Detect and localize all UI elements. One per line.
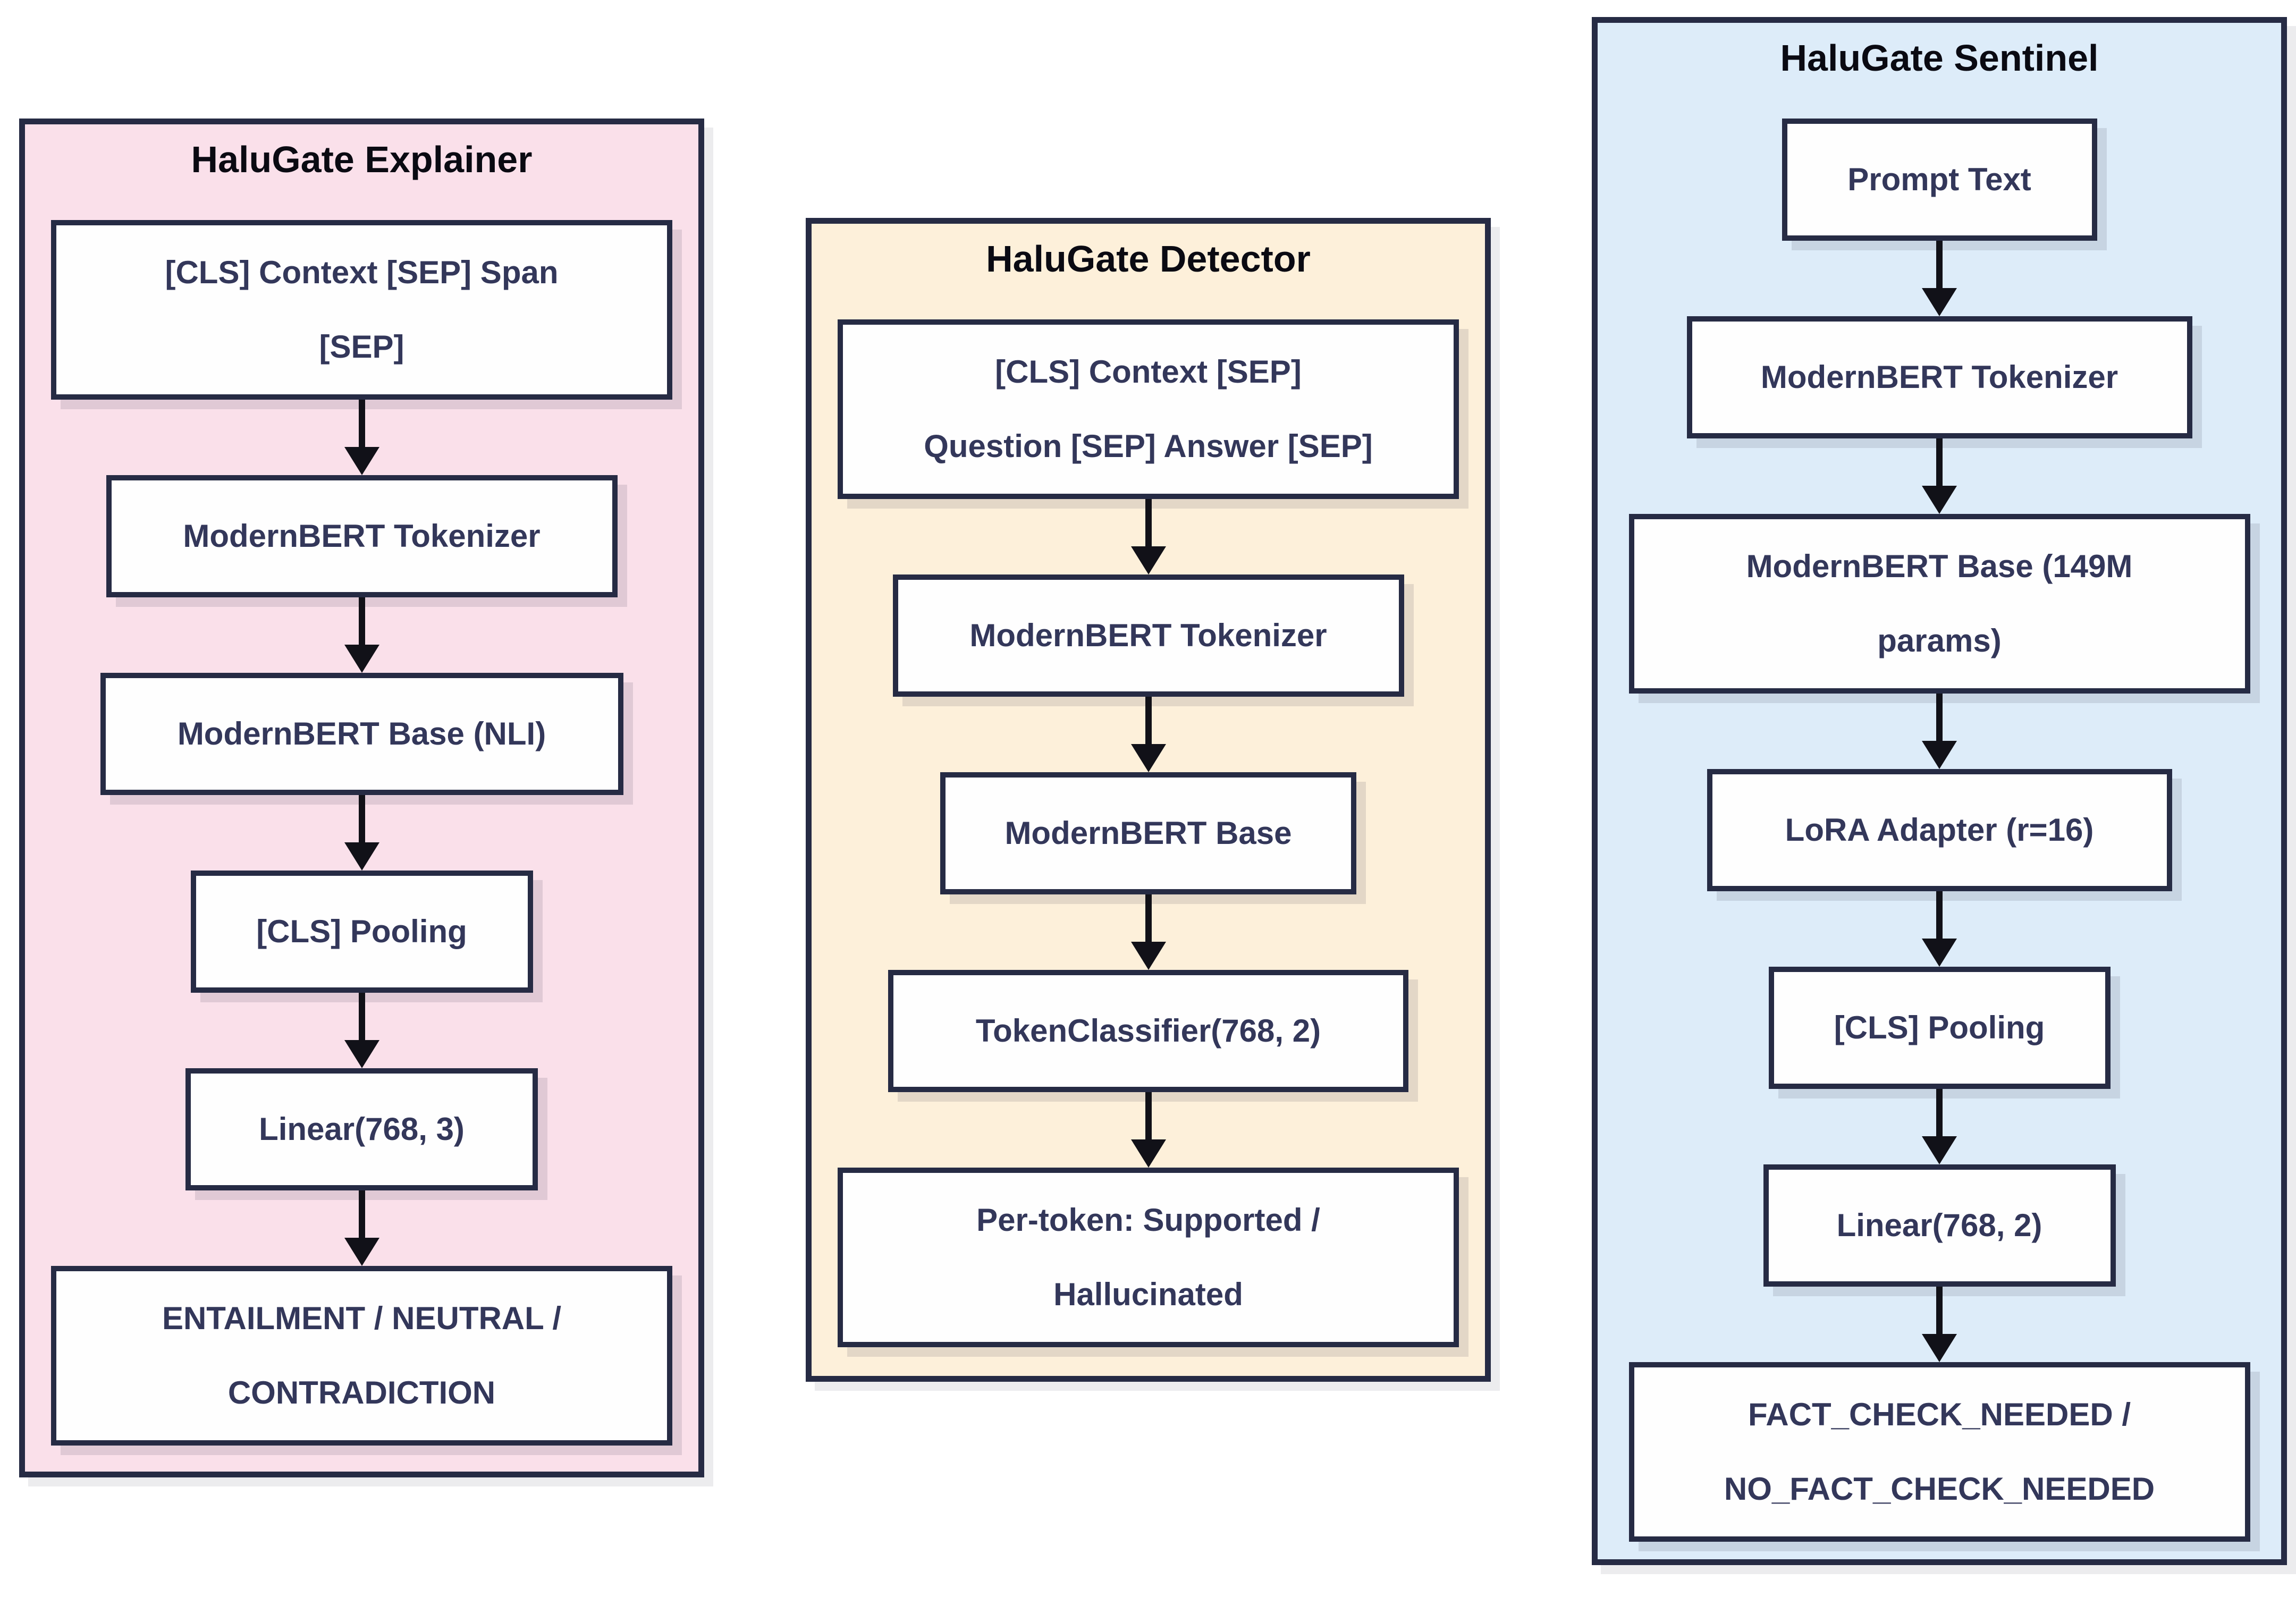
node-explainer-input: [CLS] Context [SEP] Span [SEP]: [51, 220, 672, 400]
arrow-down-icon: [1922, 438, 1957, 514]
arrow-down-icon: [344, 993, 379, 1068]
arrow-stem: [1145, 697, 1152, 744]
arrow-head: [1130, 744, 1166, 772]
arrow-head: [1922, 288, 1957, 316]
node-sentinel-base: ModernBERT Base (149M params): [1628, 514, 2250, 694]
arrow-stem: [1936, 241, 1943, 288]
arrow-head: [1922, 486, 1957, 514]
arrow-head: [1922, 741, 1957, 769]
arrow-head: [344, 645, 379, 673]
arrow-stem: [1936, 1287, 1943, 1334]
arrow-down-icon: [1130, 894, 1166, 970]
arrow-stem: [1936, 438, 1943, 486]
arrow-down-icon: [1130, 1092, 1166, 1168]
arrow-head: [1922, 939, 1957, 967]
arrow-head: [344, 1238, 379, 1266]
arrow-down-icon: [1922, 891, 1957, 967]
arrow-head: [344, 1040, 379, 1068]
arrow-stem: [358, 795, 365, 842]
arrow-down-icon: [1130, 499, 1166, 574]
arrow-head: [1130, 942, 1166, 970]
arrow-head: [344, 447, 379, 475]
arrow-stem: [358, 993, 365, 1040]
arrow-stem: [1145, 1092, 1152, 1139]
node-explainer-output: ENTAILMENT / NEUTRAL / CONTRADICTION: [51, 1266, 672, 1446]
node-explainer-tokenizer: ModernBERT Tokenizer: [106, 475, 618, 597]
panel-halugate-sentinel: HaluGate Sentinel Prompt Text ModernBERT…: [1592, 17, 2287, 1565]
panel-halugate-explainer: HaluGate Explainer [CLS] Context [SEP] S…: [19, 119, 704, 1477]
node-explainer-linear: Linear(768, 3): [185, 1068, 538, 1190]
arrow-head: [1922, 1334, 1957, 1362]
node-detector-input: [CLS] Context [SEP] Question [SEP] Answe…: [838, 319, 1459, 499]
node-detector-token-classifier: TokenClassifier(768, 2): [888, 970, 1408, 1092]
node-sentinel-cls-pooling: [CLS] Pooling: [1768, 967, 2111, 1089]
arrow-down-icon: [1922, 241, 1957, 316]
arrow-stem: [1145, 894, 1152, 942]
node-detector-tokenizer: ModernBERT Tokenizer: [892, 574, 1404, 697]
node-sentinel-tokenizer: ModernBERT Tokenizer: [1686, 316, 2192, 438]
arrow-down-icon: [344, 1190, 379, 1266]
arrow-stem: [1936, 891, 1943, 939]
node-sentinel-output: FACT_CHECK_NEEDED / NO_FACT_CHECK_NEEDED: [1628, 1362, 2250, 1542]
arrow-stem: [358, 597, 365, 645]
node-explainer-cls-pooling: [CLS] Pooling: [190, 871, 533, 993]
panel-title-sentinel: HaluGate Sentinel: [1780, 37, 2099, 79]
node-sentinel-prompt-text: Prompt Text: [1782, 119, 2097, 241]
arrow-stem: [1145, 499, 1152, 546]
arrow-down-icon: [344, 795, 379, 871]
arrow-down-icon: [1922, 1287, 1957, 1362]
arrow-head: [1922, 1136, 1957, 1164]
arrow-down-icon: [1922, 1089, 1957, 1164]
arrow-head: [1130, 1139, 1166, 1168]
arrow-stem: [1936, 694, 1943, 741]
arrow-stem: [1936, 1089, 1943, 1136]
arrow-head: [1130, 546, 1166, 574]
panel-title-explainer: HaluGate Explainer: [191, 139, 533, 180]
panel-title-detector: HaluGate Detector: [986, 238, 1311, 280]
arrow-head: [344, 842, 379, 871]
panel-halugate-detector: HaluGate Detector [CLS] Context [SEP] Qu…: [806, 218, 1491, 1382]
node-sentinel-lora-adapter: LoRA Adapter (r=16): [1707, 769, 2172, 891]
node-detector-output: Per-token: Supported / Hallucinated: [838, 1168, 1459, 1347]
node-explainer-base-nli: ModernBERT Base (NLI): [100, 673, 623, 795]
node-sentinel-linear: Linear(768, 2): [1763, 1164, 2116, 1287]
arrow-down-icon: [344, 400, 379, 475]
arrow-down-icon: [1922, 694, 1957, 769]
arrow-down-icon: [1130, 697, 1166, 772]
arrow-down-icon: [344, 597, 379, 673]
node-detector-base: ModernBERT Base: [940, 772, 1356, 894]
arrow-stem: [358, 400, 365, 447]
arrow-stem: [358, 1190, 365, 1238]
